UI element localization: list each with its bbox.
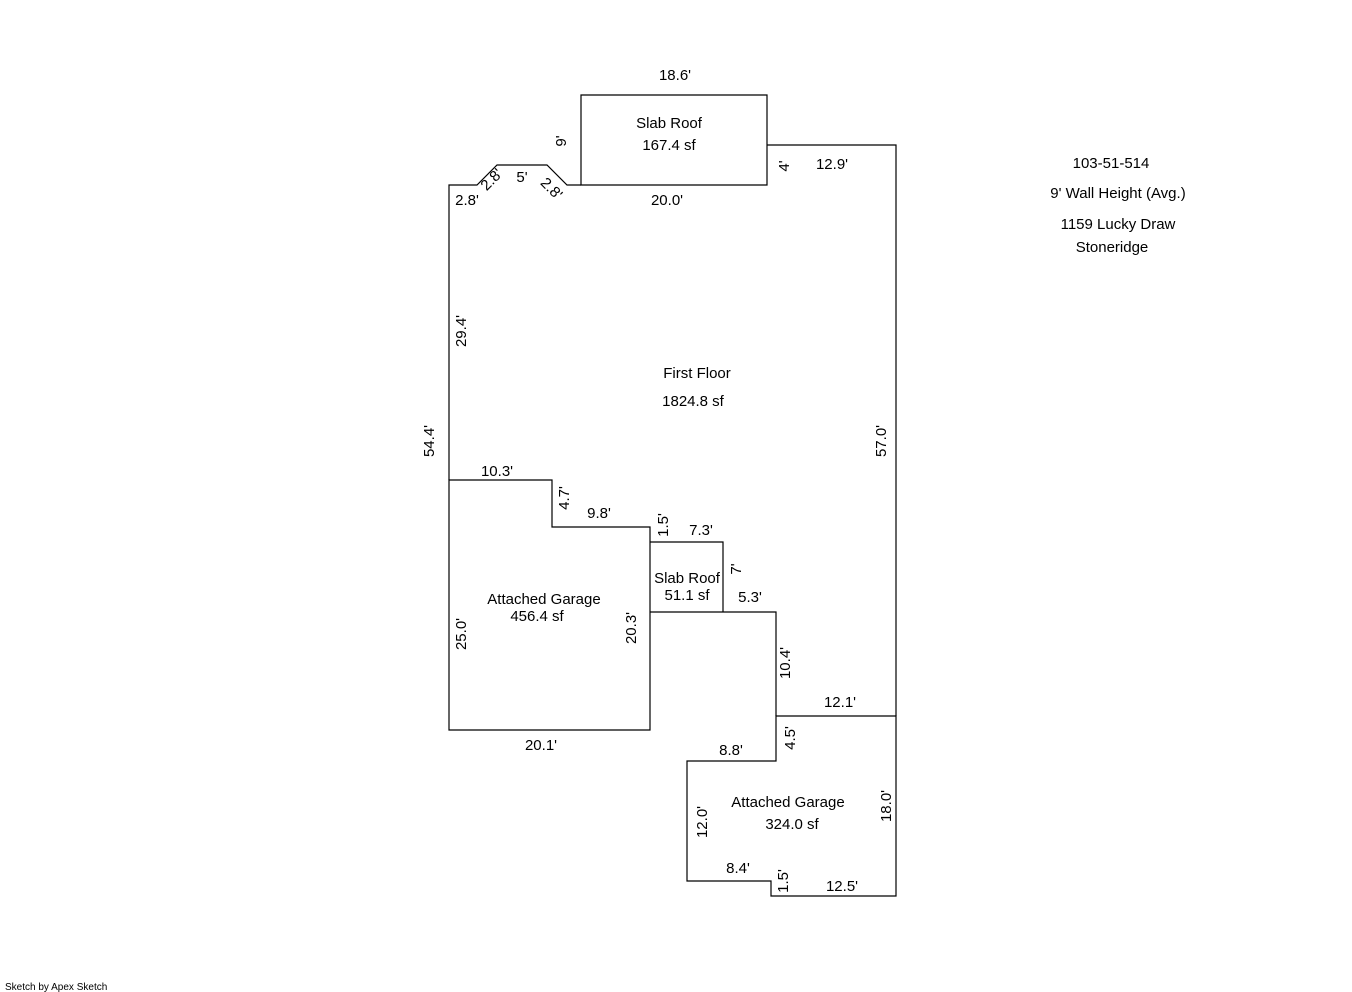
dim-label: 2.8' [477,165,506,194]
dim-label: 12.9' [816,156,848,173]
dim-label: 9.8' [587,505,611,522]
dim-label: 18.6' [659,67,691,84]
sketch-credit: Sketch by Apex Sketch [5,982,107,992]
dim-label: 5' [516,169,527,186]
slab-roof-mid-area: 51.1 sf [664,587,710,604]
dim-label: 7.3' [689,522,713,539]
slab-roof-top-outline [580,94,768,186]
garage-right-area: 324.0 sf [765,816,819,833]
dim-label: 29.4' [453,315,470,347]
dim-label: 57.0' [873,425,890,457]
dim-label: 25.0' [453,618,470,650]
dim-label: 9' [553,135,570,146]
garage-left-name: Attached Garage [487,591,600,608]
dim-label: 1.5' [775,869,792,893]
dim-label: 7' [728,563,745,574]
garage-right-name: Attached Garage [731,794,844,811]
dim-label: 5.3' [738,589,762,606]
interior-wall-segment [650,611,777,716]
dim-label: 10.3' [481,463,513,480]
dim-label: 4' [776,160,793,171]
dim-label: 1.5' [655,513,672,537]
dim-label: 8.4' [726,860,750,877]
address-line1: 1159 Lucky Draw [1061,216,1176,233]
garage-right-outline [686,715,897,897]
slab-roof-top-name: Slab Roof [636,115,703,132]
dim-label: 20.1' [525,737,557,754]
dim-label: 20.3' [623,612,640,644]
dim-label: 12.5' [826,878,858,895]
slab-roof-mid-outline [650,541,724,612]
dim-label: 20.0' [651,192,683,209]
dim-label: 12.0' [694,806,711,838]
slab-roof-top-area: 167.4 sf [642,137,696,154]
dim-label: 8.8' [719,742,743,759]
first-floor-name: First Floor [663,365,731,382]
slab-roof-mid-name: Slab Roof [654,570,721,587]
dim-label: 54.4' [421,425,438,457]
garage-left-area: 456.4 sf [510,608,564,625]
wall-height: 9' Wall Height (Avg.) [1050,185,1185,202]
first-floor-outline [448,164,581,480]
parcel-number: 103-51-514 [1073,155,1150,172]
dim-label: 2.8' [455,192,479,209]
first-floor-right-outline [767,144,897,716]
dim-label: 4.7' [556,486,573,510]
dim-label: 12.1' [824,694,856,711]
address-line2: Stoneridge [1076,239,1149,256]
dim-label: 10.4' [777,647,794,679]
dim-label: 4.5' [782,726,799,750]
dim-label: 18.0' [878,790,895,822]
garage-left-outline [448,479,651,731]
first-floor-area: 1824.8 sf [662,393,725,410]
